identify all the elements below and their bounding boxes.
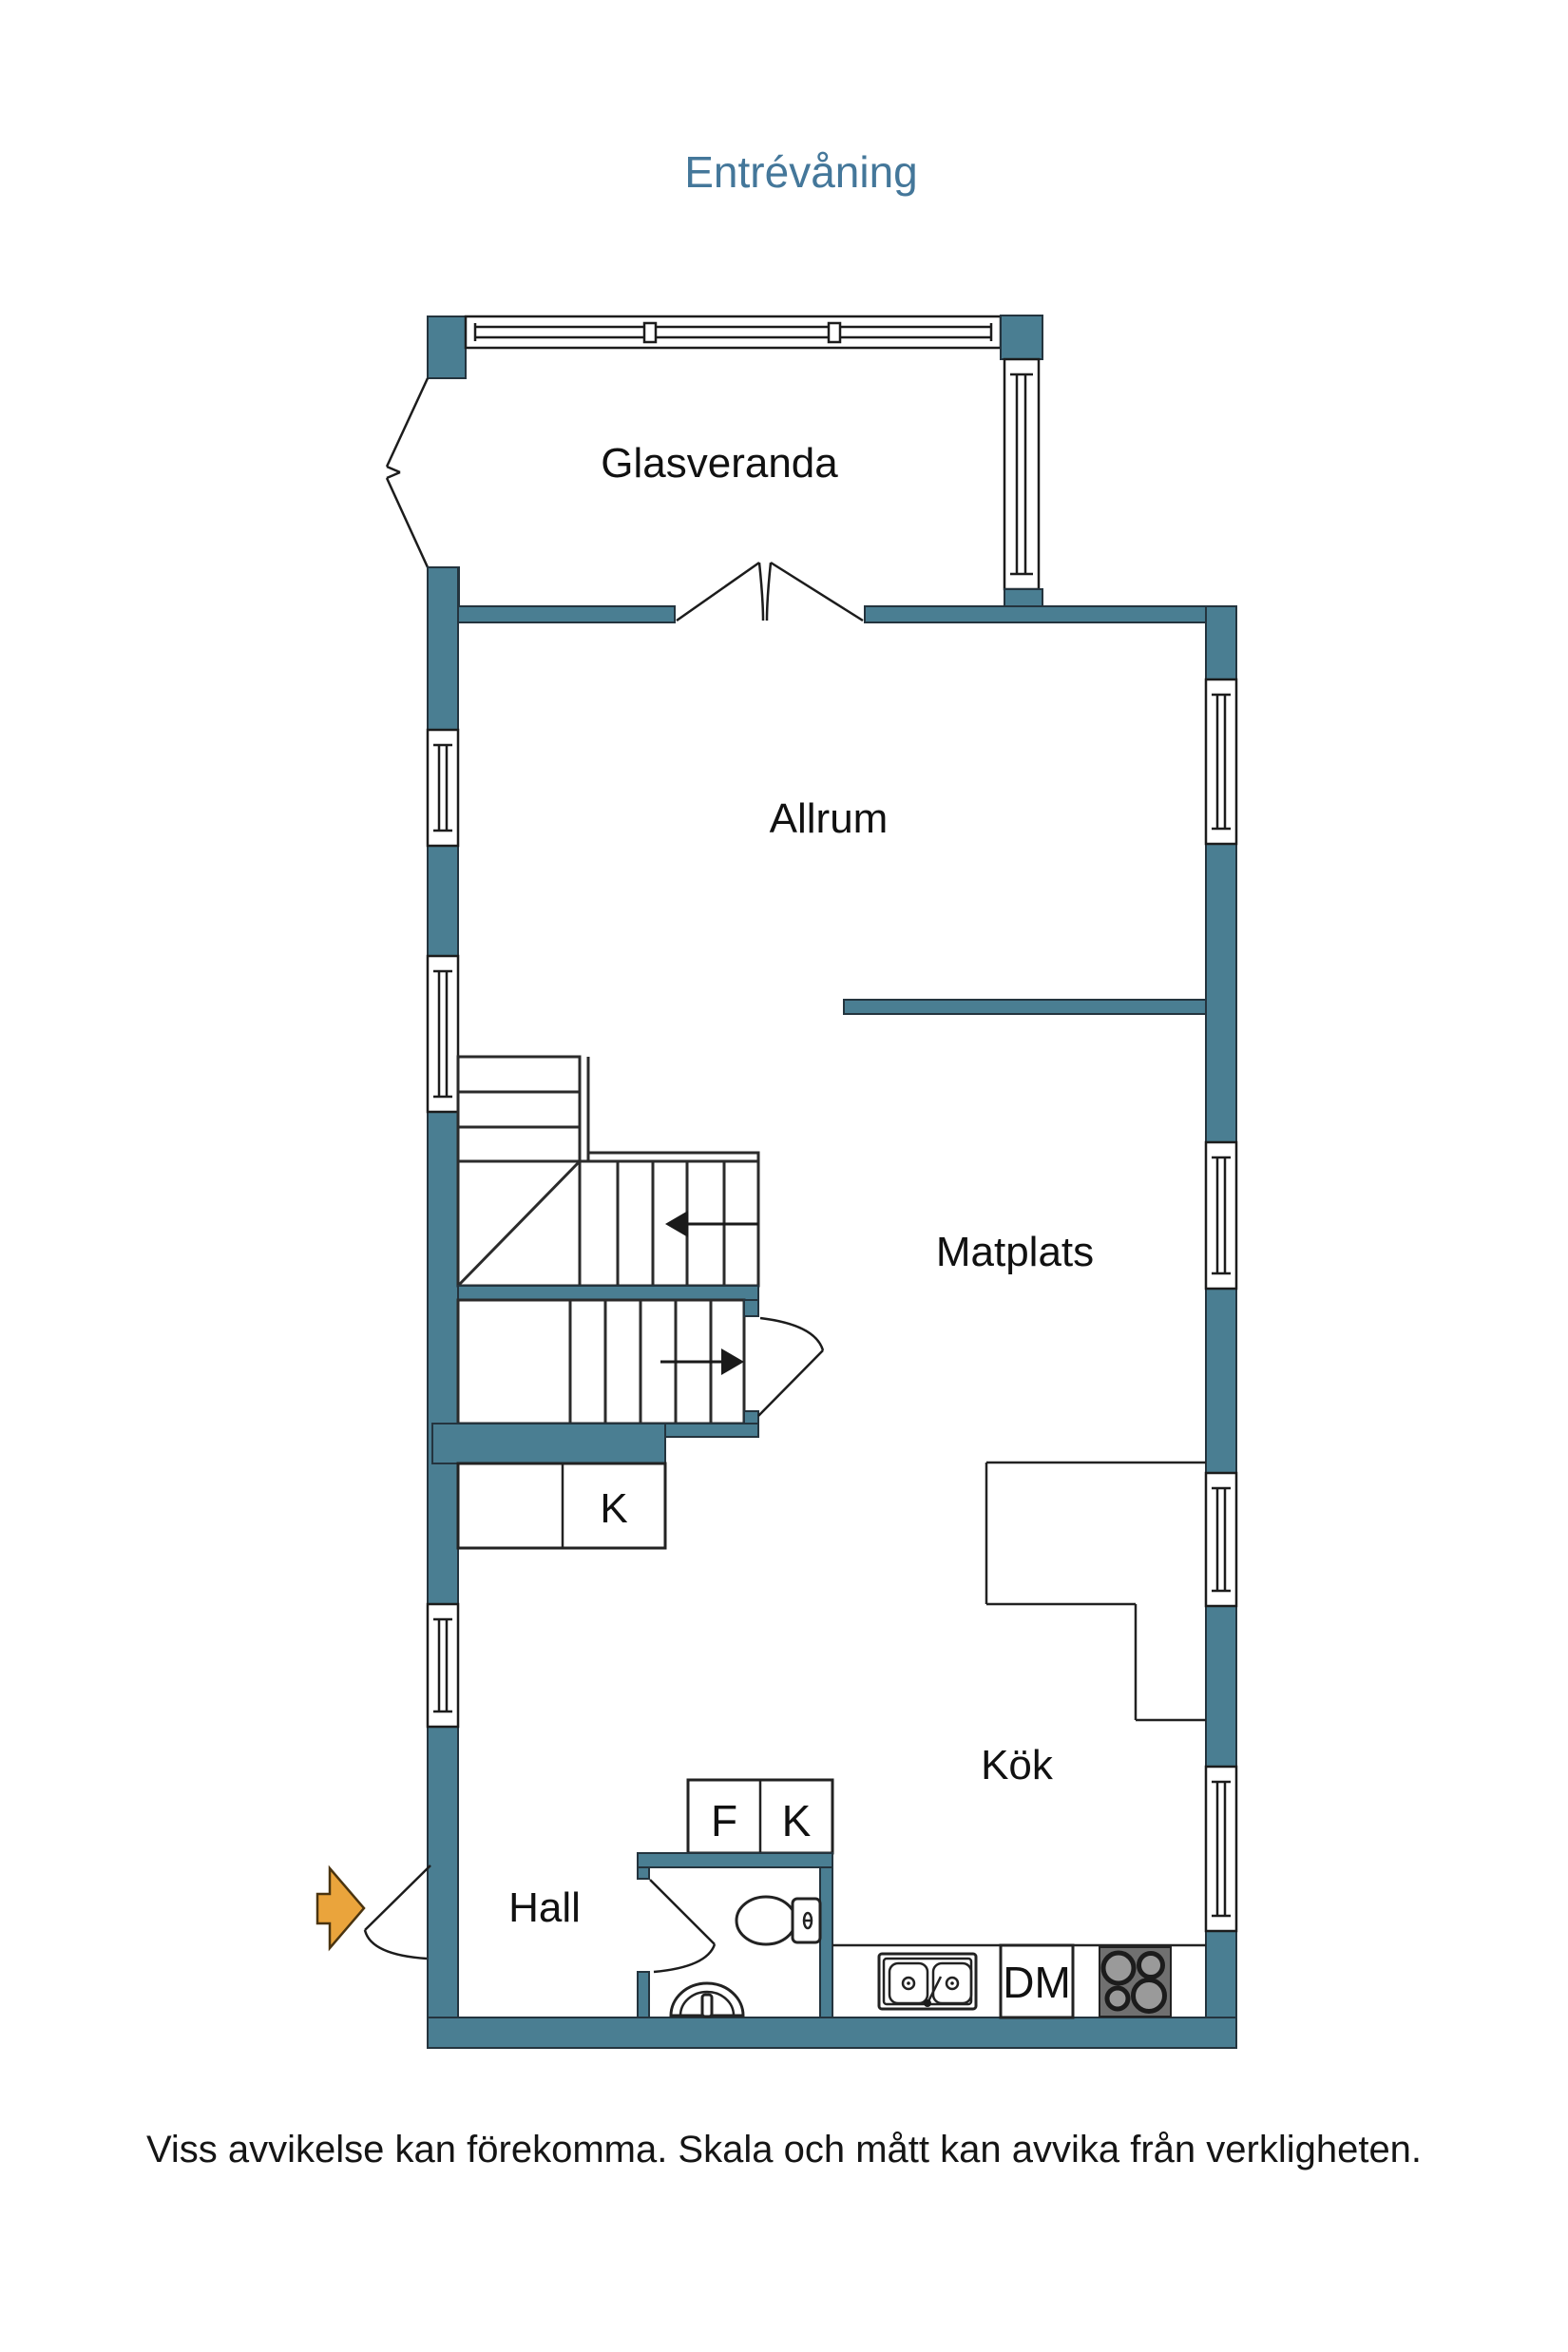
- window-symbol-icon: [1204, 1471, 1238, 1608]
- room-label-allrum: Allrum: [770, 795, 889, 842]
- window-symbol-icon: [426, 1602, 460, 1729]
- stair-up-arrow-icon: [665, 1211, 758, 1237]
- kitchen-island-counter: [985, 1461, 1206, 1722]
- room-label-glasveranda: Glasveranda: [601, 440, 838, 487]
- disclaimer-text: Viss avvikelse kan förekomma. Skala och …: [146, 2129, 1422, 2170]
- window-symbol-icon: [1204, 678, 1238, 846]
- bay-corner-lines: [385, 377, 430, 568]
- fridge-label: F: [711, 1796, 737, 1845]
- dishwasher: DM: [999, 1943, 1075, 2019]
- door-swing-icon: [757, 1316, 825, 1417]
- window-symbol-icon: [426, 728, 460, 848]
- window-symbol-icon: [1003, 357, 1041, 591]
- window-symbol-icon: [426, 954, 460, 1114]
- entrance-arrow-icon: [316, 1864, 366, 1952]
- stair-down-arrow-icon: [660, 1348, 744, 1375]
- room-label-matplats: Matplats: [936, 1229, 1094, 1275]
- kitchen-sink-icon: [877, 1952, 978, 2011]
- toilet-icon: [735, 1895, 822, 1946]
- wall-segment: [1000, 315, 1043, 360]
- room-label-kok: Kök: [981, 1742, 1054, 1788]
- door-swing-icon: [649, 1879, 717, 1974]
- closet: K: [456, 1462, 667, 1550]
- wall-segment: [427, 316, 467, 379]
- glasveranda-section: Glasveranda: [385, 315, 1043, 623]
- wc-room: F K: [637, 1778, 834, 2018]
- room-label-hall: Hall: [508, 1884, 581, 1931]
- closet-label: K: [600, 1485, 627, 1532]
- washbasin-icon: [669, 1981, 745, 2018]
- window-symbol-icon: [1204, 1140, 1238, 1291]
- window-symbol-icon: [464, 315, 1003, 350]
- stove-icon: [1099, 1946, 1172, 2017]
- kitchen-counter: DM: [832, 1943, 1206, 2019]
- page-title: Entrévåning: [684, 147, 918, 197]
- door-swing-icon: [676, 561, 864, 622]
- entrance: [316, 1864, 431, 1960]
- dishwasher-label: DM: [1003, 1958, 1071, 2007]
- window-symbol-icon: [1204, 1765, 1238, 1933]
- staircase: [431, 1055, 825, 1464]
- door-swing-icon: [363, 1864, 431, 1960]
- freezer-label: K: [782, 1796, 812, 1845]
